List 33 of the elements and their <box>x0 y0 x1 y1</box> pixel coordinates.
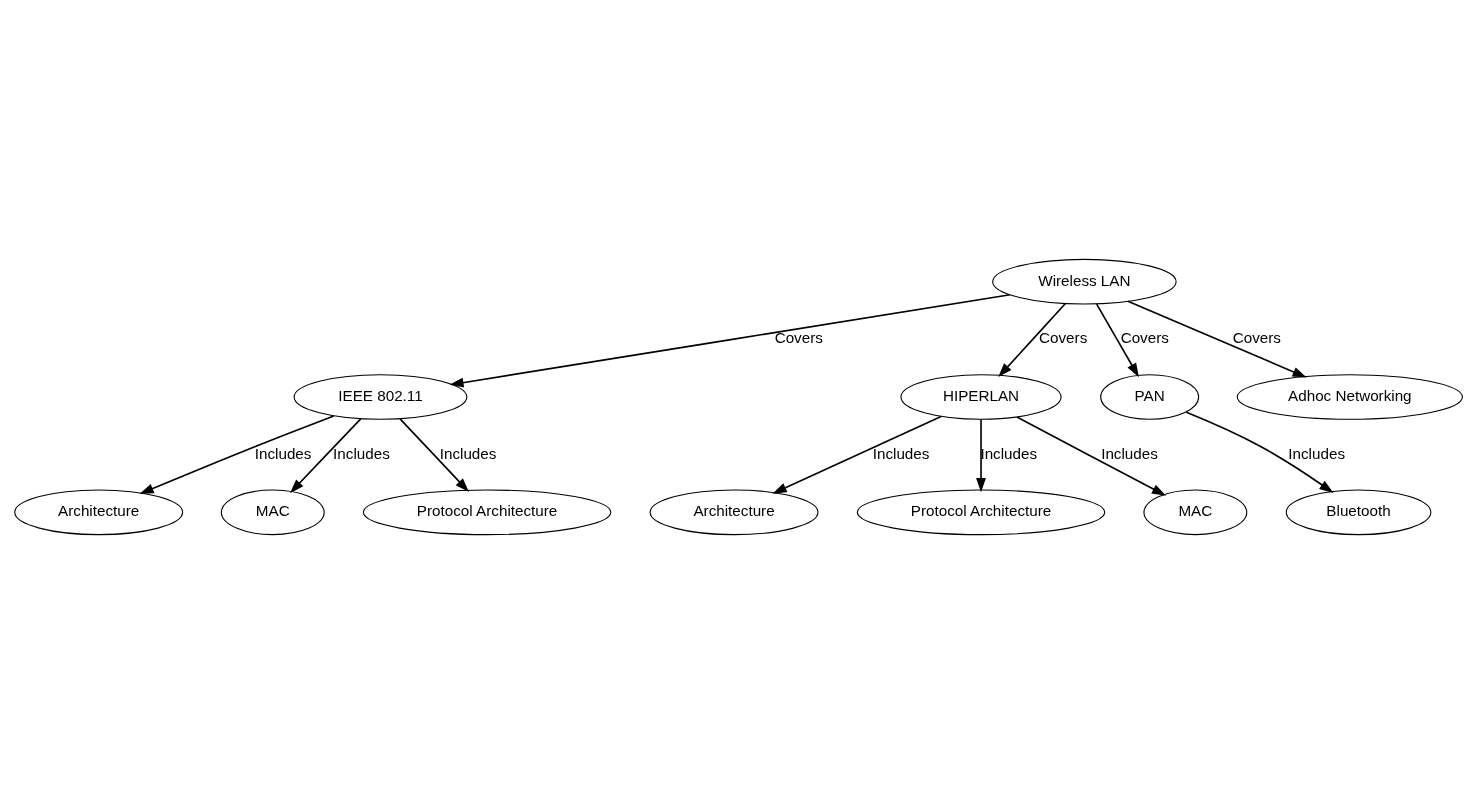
arrow <box>399 418 469 493</box>
arrow <box>289 418 362 494</box>
edge-label: Includes <box>333 444 390 462</box>
edge-label: Includes <box>1288 444 1345 462</box>
edge-label: Includes <box>1101 444 1158 462</box>
edge-label: Covers <box>1120 329 1169 347</box>
edge-label: Includes <box>872 444 930 462</box>
node-ellipse: Adhoc Networking <box>1236 374 1463 420</box>
arrow <box>449 293 1011 388</box>
arrow <box>1185 411 1334 493</box>
node-ellipse: HIPERLAN <box>900 374 1062 420</box>
node-ellipse: Architecture <box>649 489 819 536</box>
edge-label: Covers <box>1039 329 1088 347</box>
arrow <box>1016 416 1167 496</box>
edge-label: Covers <box>774 329 823 347</box>
node-ellipse: Architecture <box>14 489 184 536</box>
node-ellipse: Bluetooth <box>1285 489 1432 536</box>
node-ellipse: Wireless LAN <box>992 258 1177 305</box>
edge-label: Includes <box>980 444 1038 462</box>
arrow <box>976 418 986 493</box>
edge-label: Covers <box>1232 329 1281 347</box>
arrow <box>1127 300 1307 378</box>
edge-label: Includes <box>254 444 312 462</box>
arrow <box>1095 303 1139 378</box>
node-ellipse: Protocol Architecture <box>362 489 612 536</box>
node-ellipse: Protocol Architecture <box>856 489 1106 536</box>
arrow <box>998 302 1067 378</box>
edge-label: Includes <box>439 444 497 462</box>
node-ellipse: MAC <box>1143 489 1248 536</box>
node-ellipse: MAC <box>220 489 325 536</box>
node-ellipse: PAN <box>1100 374 1200 420</box>
arrow <box>772 415 942 494</box>
arrow <box>139 415 335 495</box>
